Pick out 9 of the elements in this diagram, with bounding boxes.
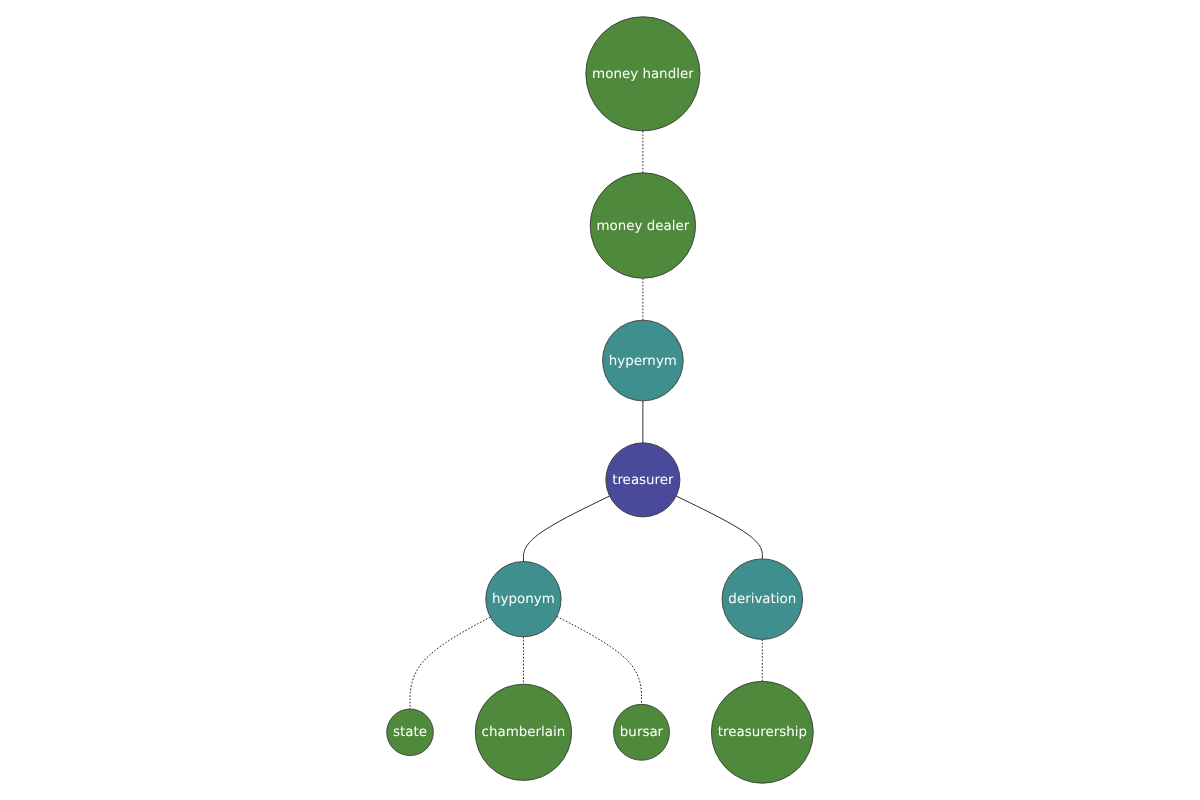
connector — [523, 495, 610, 562]
connector — [642, 277, 644, 321]
connector — [642, 130, 644, 174]
connector — [409, 616, 491, 710]
connector — [761, 639, 763, 682]
connector — [675, 495, 763, 560]
connector — [523, 636, 524, 685]
connector — [642, 400, 644, 444]
connector — [556, 616, 642, 705]
